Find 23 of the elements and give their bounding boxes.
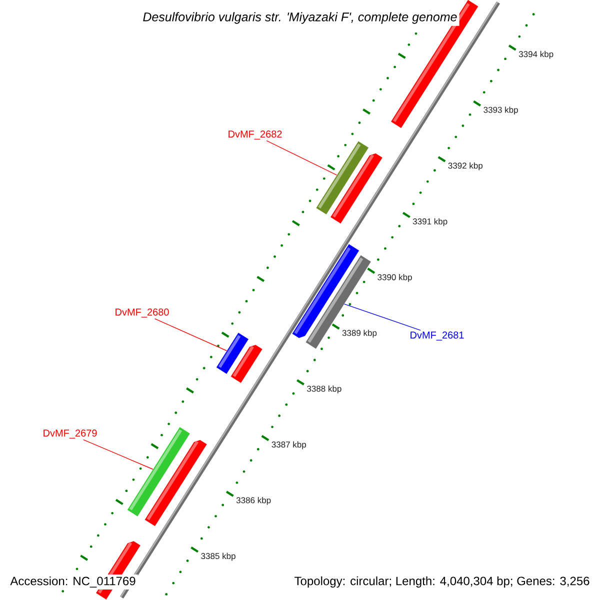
gene-label: DvMF_2679: [44, 430, 97, 438]
tick-label: 3389 kbp: [342, 330, 377, 338]
leader-line: [344, 304, 421, 331]
tick-label: 3394 kbp: [518, 50, 554, 59]
tick-label: 3393 kbp: [484, 106, 518, 114]
tick-label: 3385 kbp: [201, 552, 236, 561]
gene-bar: [316, 141, 369, 214]
gene-label: DvMF_2680: [116, 308, 169, 318]
leader-line: [83, 439, 154, 470]
footer-text: Topology: circular; Length: 4,040,304 bp; Genes: 3,256: [292, 574, 592, 590]
gene-bar: [216, 332, 248, 374]
footer-text: Accession: NC_011769: [8, 574, 138, 590]
tick-label: 3386 kbp: [236, 497, 271, 505]
gene-label: DvMF_2682: [228, 130, 282, 140]
tick-label: 3391 kbp: [412, 218, 448, 226]
gene-label: DvMF_2681: [410, 332, 464, 340]
gene-bar: [127, 427, 190, 516]
tick-label: 3388 kbp: [307, 386, 342, 394]
tick-label: 3387 kbp: [272, 441, 306, 450]
title: Desulfovibrio vulgaris str. 'Miyazaki F', complete genome: [140, 10, 460, 26]
leader-line: [154, 318, 228, 352]
leader-line: [266, 140, 338, 176]
tick-label: 3392 kbp: [448, 162, 483, 170]
